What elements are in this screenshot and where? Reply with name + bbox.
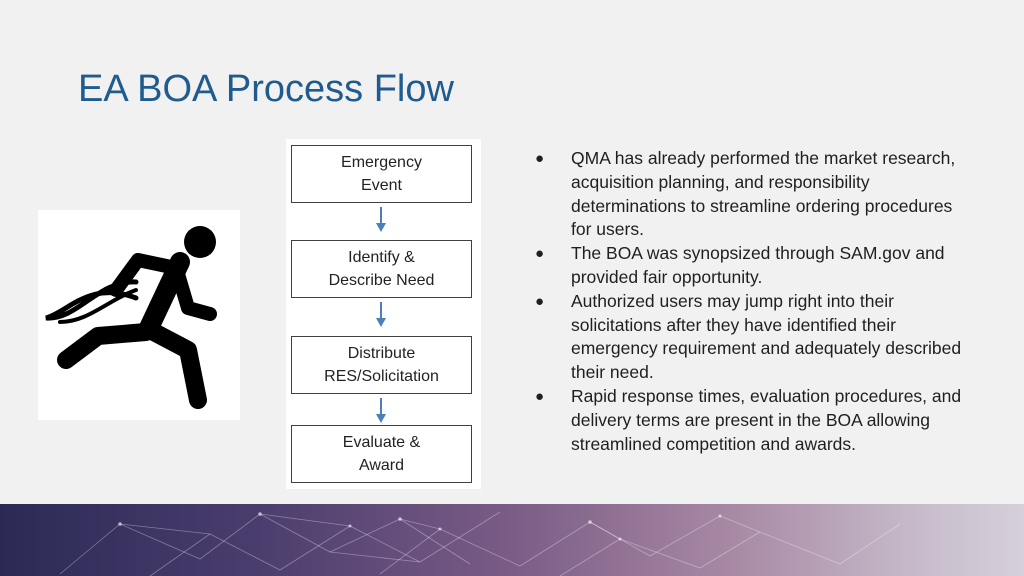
bullet-item: ● Rapid response times, evaluation proce… <box>535 385 975 456</box>
flow-step-label: Emergency Event <box>341 154 422 194</box>
runner-image <box>38 210 240 420</box>
flow-step-label: Distribute RES/Solicitation <box>324 345 439 385</box>
flow-step-emergency-event: Emergency Event <box>291 145 472 203</box>
flow-step-label: Evaluate & Award <box>342 434 421 474</box>
bullet-text: Rapid response times, evaluation procedu… <box>571 385 962 454</box>
flow-step-distribute-solicitation: Distribute RES/Solicitation <box>291 336 472 394</box>
slide-title: EA BOA Process Flow <box>78 68 454 110</box>
bullet-text: Authorized users may jump right into the… <box>571 290 962 383</box>
flow-step-identify-need: Identify & Describe Need <box>291 240 472 298</box>
bullet-item: ● The BOA was synopsized through SAM.gov… <box>535 242 975 290</box>
arrow-down-icon <box>376 398 386 423</box>
bullet-item: ● QMA has already performed the market r… <box>535 147 975 242</box>
bullet-item: ● Authorized users may jump right into t… <box>535 290 975 385</box>
network-lines-decoration <box>59 511 901 576</box>
bullet-marker: ● <box>535 387 545 405</box>
decorative-footer-band <box>0 504 1024 576</box>
bullet-marker: ● <box>535 150 545 167</box>
arrow-down-icon <box>376 302 386 327</box>
running-person-icon <box>45 226 217 409</box>
arrow-down-icon <box>376 207 386 232</box>
flow-step-label: Identify & Describe Need <box>328 249 435 289</box>
bullet-marker: ● <box>535 245 545 263</box>
bullet-marker: ● <box>535 292 545 310</box>
process-flow-diagram: Emergency Event Identify & Describe Need… <box>286 139 481 489</box>
bullet-text: QMA has already performed the market res… <box>571 148 956 240</box>
bullet-text: The BOA was synopsized through SAM.gov a… <box>571 243 945 287</box>
bullet-list: ● QMA has already performed the market r… <box>535 147 975 456</box>
flow-step-evaluate-award: Evaluate & Award <box>291 425 472 483</box>
